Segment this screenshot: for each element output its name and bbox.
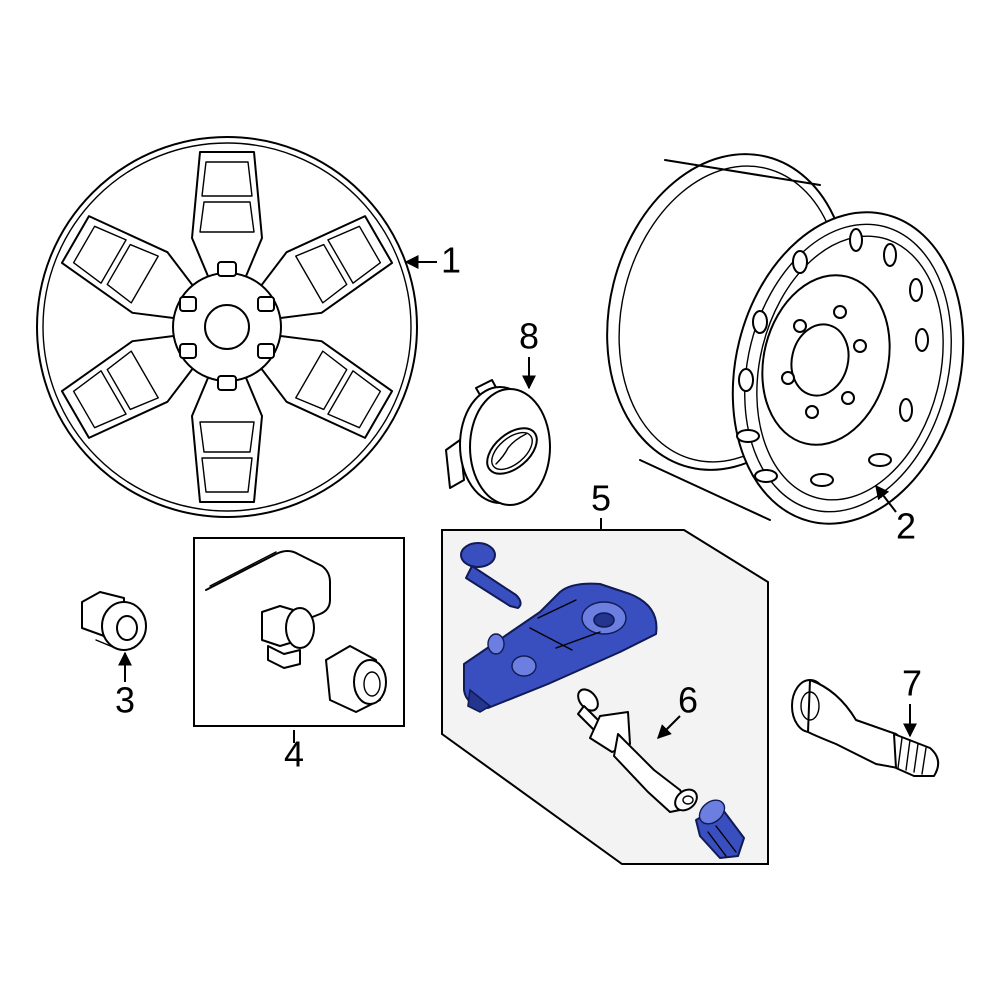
part-1-alloy-wheel[interactable] xyxy=(36,136,418,518)
part-7-valve-stem[interactable] xyxy=(791,679,940,777)
callout-7-label: 7 xyxy=(902,663,922,704)
part-5-panel[interactable] xyxy=(441,529,769,865)
part-3-lug-nut[interactable] xyxy=(81,591,147,651)
part-2-steel-wheel[interactable] xyxy=(575,128,995,548)
callout-6-arrow xyxy=(657,715,681,739)
part-4-box[interactable] xyxy=(193,537,405,727)
callout-1-label: 1 xyxy=(441,240,461,281)
part-6-valve-stem[interactable] xyxy=(574,686,701,815)
callout-3-label: 3 xyxy=(115,680,135,721)
callout-2-label: 2 xyxy=(896,506,916,547)
callout-5-label: 5 xyxy=(591,478,611,519)
callout-4-label: 4 xyxy=(284,734,304,775)
tpms-cap-highlighted[interactable] xyxy=(695,795,745,859)
callout-6-label: 6 xyxy=(678,680,698,721)
part-8-center-cap[interactable] xyxy=(445,379,551,506)
callout-8-label: 8 xyxy=(519,316,539,357)
tpms-sensor-highlighted[interactable] xyxy=(460,542,658,713)
callout-2-arrow xyxy=(875,484,897,513)
